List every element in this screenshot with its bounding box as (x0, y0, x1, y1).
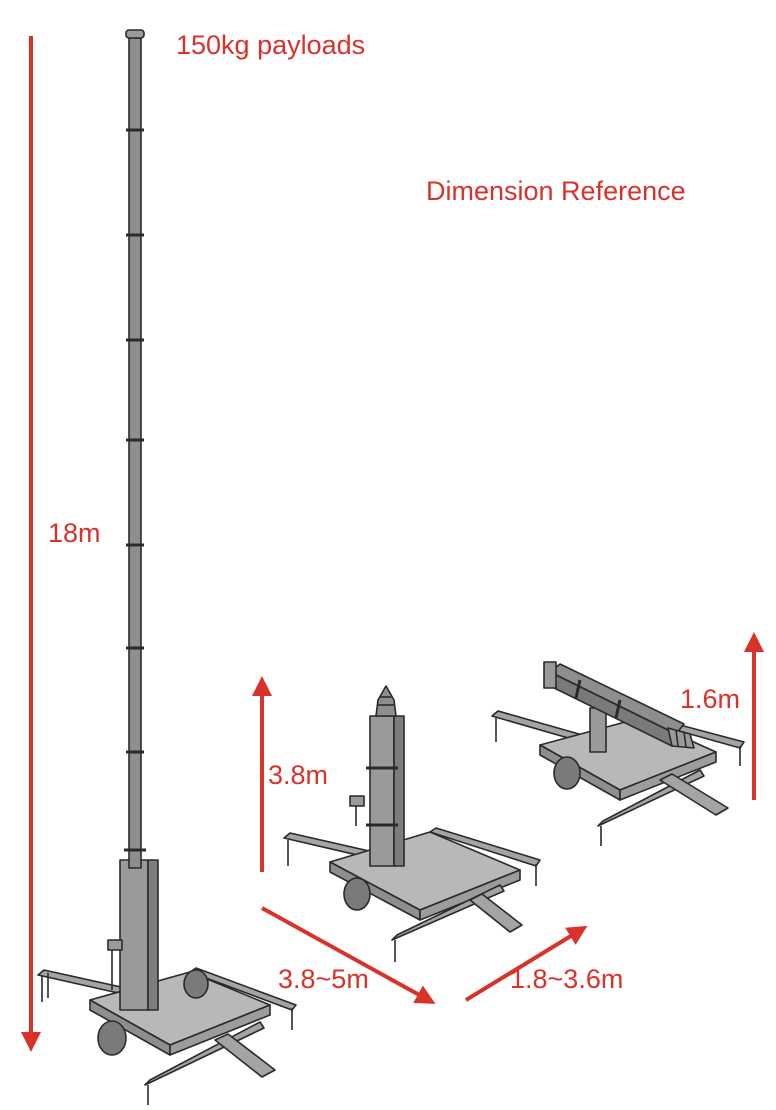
mast-trailer-folded (491, 661, 745, 846)
mast-trailer-extended (37, 29, 297, 1105)
payload-label: 150kg payloads (176, 30, 366, 60)
dimension-arrows (21, 36, 764, 1052)
height-max-label: 18m (48, 518, 101, 548)
height-mid-label: 3.8m (268, 760, 329, 790)
width-label: 1.8~3.6m (510, 964, 624, 994)
length-label: 3.8~5m (278, 964, 369, 994)
arrow-width (464, 925, 588, 1002)
mast-trailer-retracted (283, 685, 541, 962)
dimension-reference-label: Dimension Reference (426, 176, 686, 206)
height-min-label: 1.6m (680, 684, 741, 714)
arrow-length (261, 906, 436, 1004)
